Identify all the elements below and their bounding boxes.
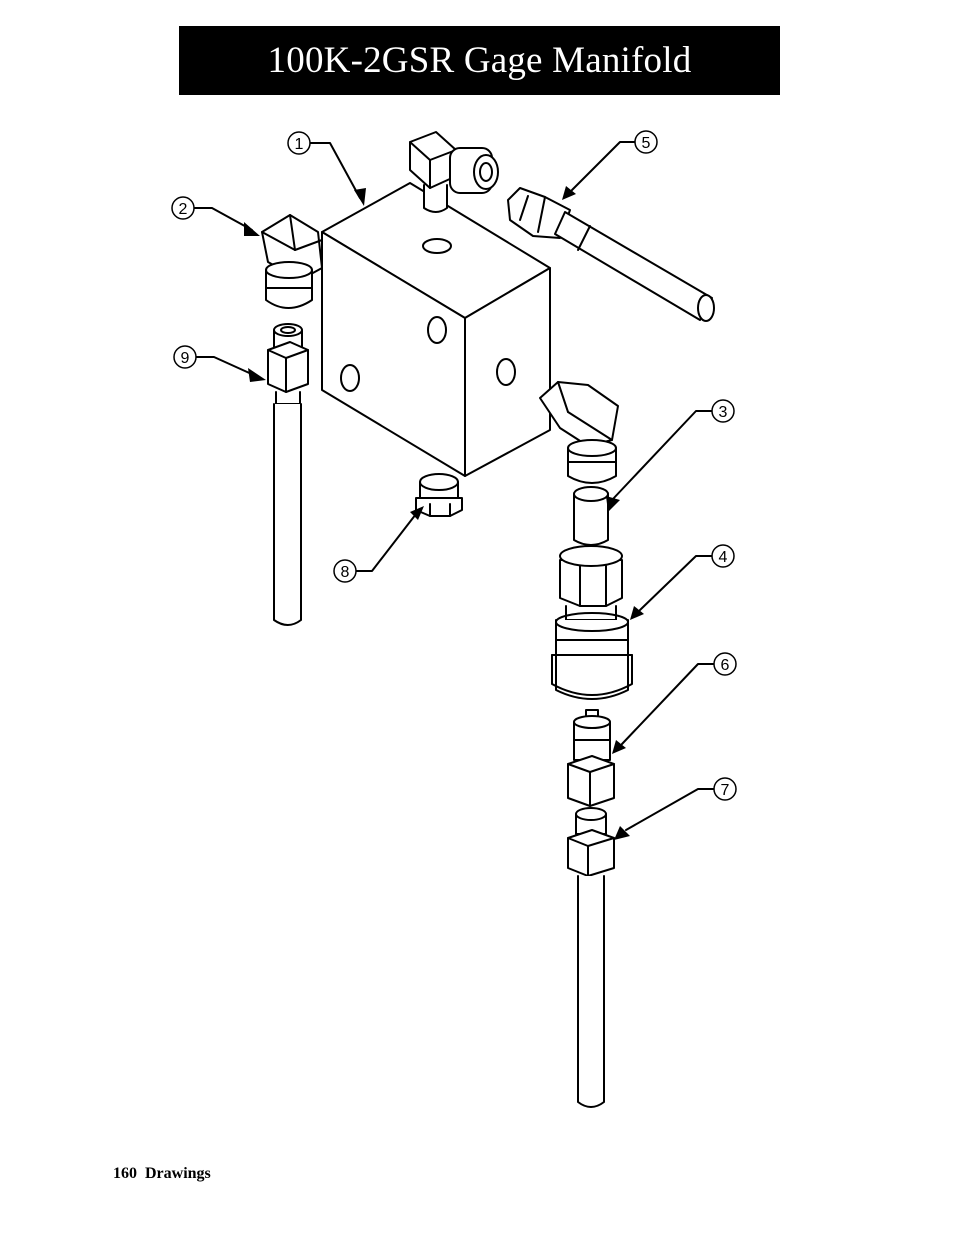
callout-5: 5: [562, 131, 657, 200]
callout-4-label: 4: [719, 549, 728, 566]
callout-8-label: 8: [341, 564, 350, 581]
callout-6: 6: [612, 653, 736, 754]
callout-9: 9: [174, 346, 266, 382]
callout-9-label: 9: [181, 350, 190, 367]
callout-4: 4: [630, 545, 734, 620]
part-2-elbow-fitting: [262, 215, 322, 308]
manifold-block: [322, 183, 550, 476]
top-elbow-fitting: [410, 132, 498, 212]
right-elbow-fitting: [540, 382, 618, 483]
callout-3-label: 3: [719, 404, 728, 421]
page-footer: 160 Drawings: [113, 1165, 211, 1183]
callout-5-label: 5: [642, 135, 651, 152]
part-4-coupler: [552, 546, 632, 699]
callout-2: 2: [172, 197, 260, 236]
part-8-plug: [416, 474, 462, 516]
part-9-tube-assembly: [268, 324, 308, 625]
part-6-nipple: [568, 710, 614, 806]
section-name: Drawings: [145, 1165, 211, 1182]
part-3-sleeve: [574, 487, 608, 545]
callout-1-label: 1: [295, 136, 304, 153]
callout-8: 8: [334, 506, 424, 582]
callout-2-label: 2: [179, 201, 188, 218]
callout-1: 1: [288, 132, 366, 206]
callout-7: 7: [614, 778, 736, 840]
page-number: 160: [113, 1165, 137, 1182]
callout-7-label: 7: [721, 782, 730, 799]
callout-6-label: 6: [721, 657, 730, 674]
callout-3: 3: [606, 400, 734, 512]
part-7-tube-assembly: [568, 808, 614, 1107]
